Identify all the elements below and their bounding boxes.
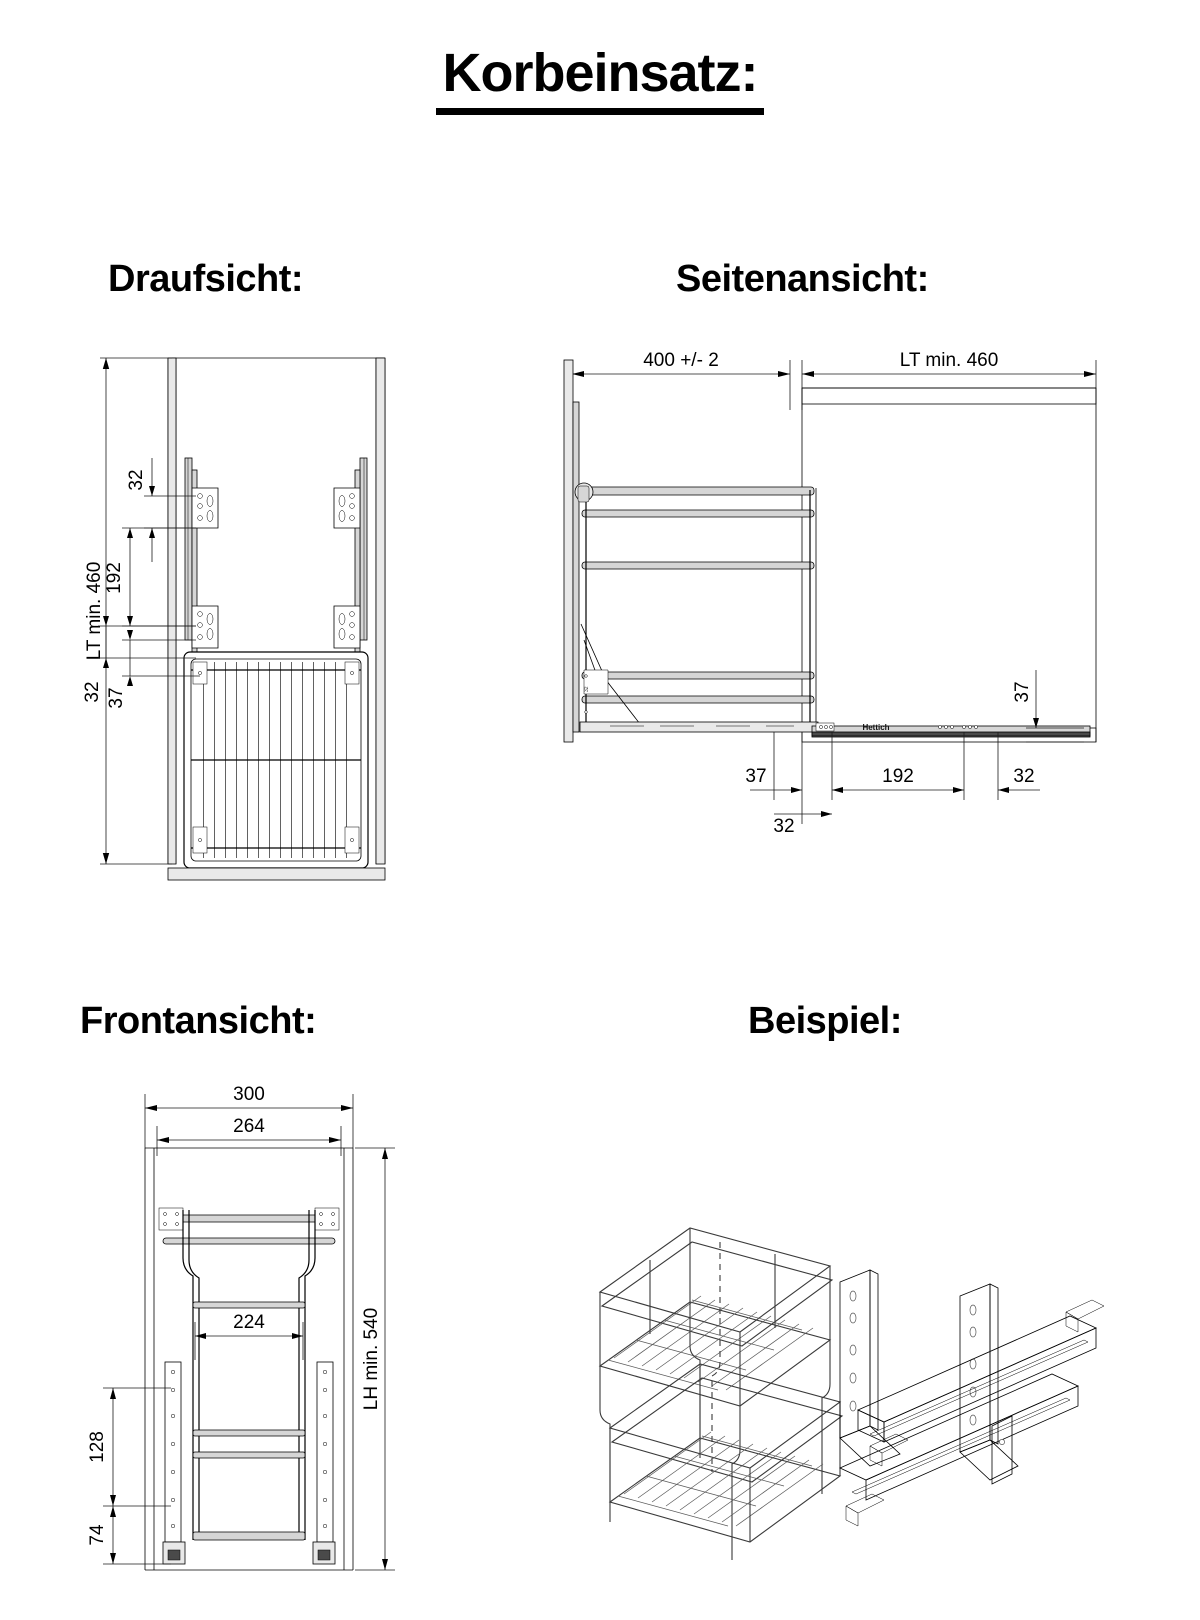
dim-label-400-tolerance: 400 +/- 2 (643, 350, 719, 371)
side-view-drawing: 400 +/- 2 LT min. 460 (540, 340, 1140, 860)
basket-horizontal-rails (192, 1301, 306, 1541)
cabinet-outline (167, 357, 386, 865)
dimension-128: 128 (87, 1387, 171, 1507)
dimension-264: 264 (156, 1116, 342, 1156)
page-title-text: Korbeinsatz: (436, 45, 764, 115)
dim-label-32-top: 32 (126, 469, 147, 490)
drawer-slide-rails (184, 457, 368, 661)
view-title-side: Seitenansicht: (676, 258, 929, 300)
dimension-chain-bottom-side: 37 192 32 32 (745, 732, 1040, 837)
brand-label-hettich: Hettich (862, 723, 889, 732)
side-mounting-strips (162, 1361, 336, 1565)
dimension-32-bottom: 32 (82, 616, 196, 703)
dimension-224: 224 (194, 1312, 304, 1360)
dimension-lt-min-460: LT min. 460 (84, 357, 172, 865)
dim-label-192-bottom: 192 (882, 766, 914, 787)
wire-basket-plan (183, 651, 369, 869)
dim-label-lh-min-540: LH min. 540 (361, 1308, 382, 1410)
mounting-bracket-rear-left (191, 605, 219, 649)
dim-label-192-top: 192 (104, 562, 125, 594)
dim-label-32-below: 32 (773, 816, 794, 837)
dimension-37-top: 37 (106, 630, 200, 709)
dim-label-300: 300 (233, 1084, 265, 1105)
view-title-example: Beispiel: (748, 1000, 902, 1042)
mounting-bracket-rear-right (333, 605, 361, 649)
front-panel-bar (167, 867, 386, 881)
small-annotation: 32 (584, 686, 590, 692)
basket-top-rails (158, 1207, 340, 1245)
page-title: Korbeinsatz: (0, 42, 1200, 115)
dim-label-264: 264 (233, 1116, 265, 1137)
dim-label-37-right: 37 (1012, 681, 1033, 702)
front-panel-side (563, 359, 580, 743)
dim-label-32-bottom: 32 (82, 681, 103, 702)
view-title-top: Draufsicht: (108, 258, 304, 300)
dim-label-37-top: 37 (106, 687, 127, 708)
dimension-lh-min-540: LH min. 540 (355, 1147, 395, 1571)
example-illustration (540, 1070, 1160, 1580)
dimension-37-right: 37 (1012, 670, 1084, 743)
wire-basket-side: 32 (574, 482, 819, 733)
dimension-lt-min-460-side: LT min. 460 (801, 350, 1097, 410)
basket-side-profiles (182, 1210, 316, 1540)
dim-label-32-right-bottom: 32 (1013, 766, 1034, 787)
dim-label-lt-min-460: LT min. 460 (84, 562, 105, 661)
dimension-400-plusminus-2: 400 +/- 2 (571, 350, 791, 410)
front-view-drawing: 300 264 (55, 1070, 475, 1580)
dim-label-37-bottom: 37 (745, 766, 766, 787)
dim-label-128: 128 (87, 1431, 108, 1463)
cabinet-carcass-side (801, 387, 1097, 743)
dim-label-224: 224 (233, 1312, 265, 1333)
dimension-192-top: 192 (104, 527, 196, 627)
drawer-runner-hettich: Hettich (811, 722, 1091, 738)
top-view-drawing: LT min. 460 32 192 (60, 340, 480, 910)
dimension-300: 300 (144, 1084, 354, 1148)
dim-label-lt-min-460-side: LT min. 460 (900, 350, 999, 371)
mounting-bracket-front-left (191, 487, 219, 529)
dim-label-74: 74 (87, 1524, 108, 1546)
cabinet-sides-front (144, 1147, 354, 1571)
view-title-front: Frontansicht: (80, 1000, 317, 1042)
isometric-wire-basket (598, 1227, 844, 1560)
dimension-74: 74 (87, 1506, 171, 1565)
runner-hardware-assembly (839, 1269, 1105, 1527)
mounting-bracket-front-right (333, 487, 361, 529)
